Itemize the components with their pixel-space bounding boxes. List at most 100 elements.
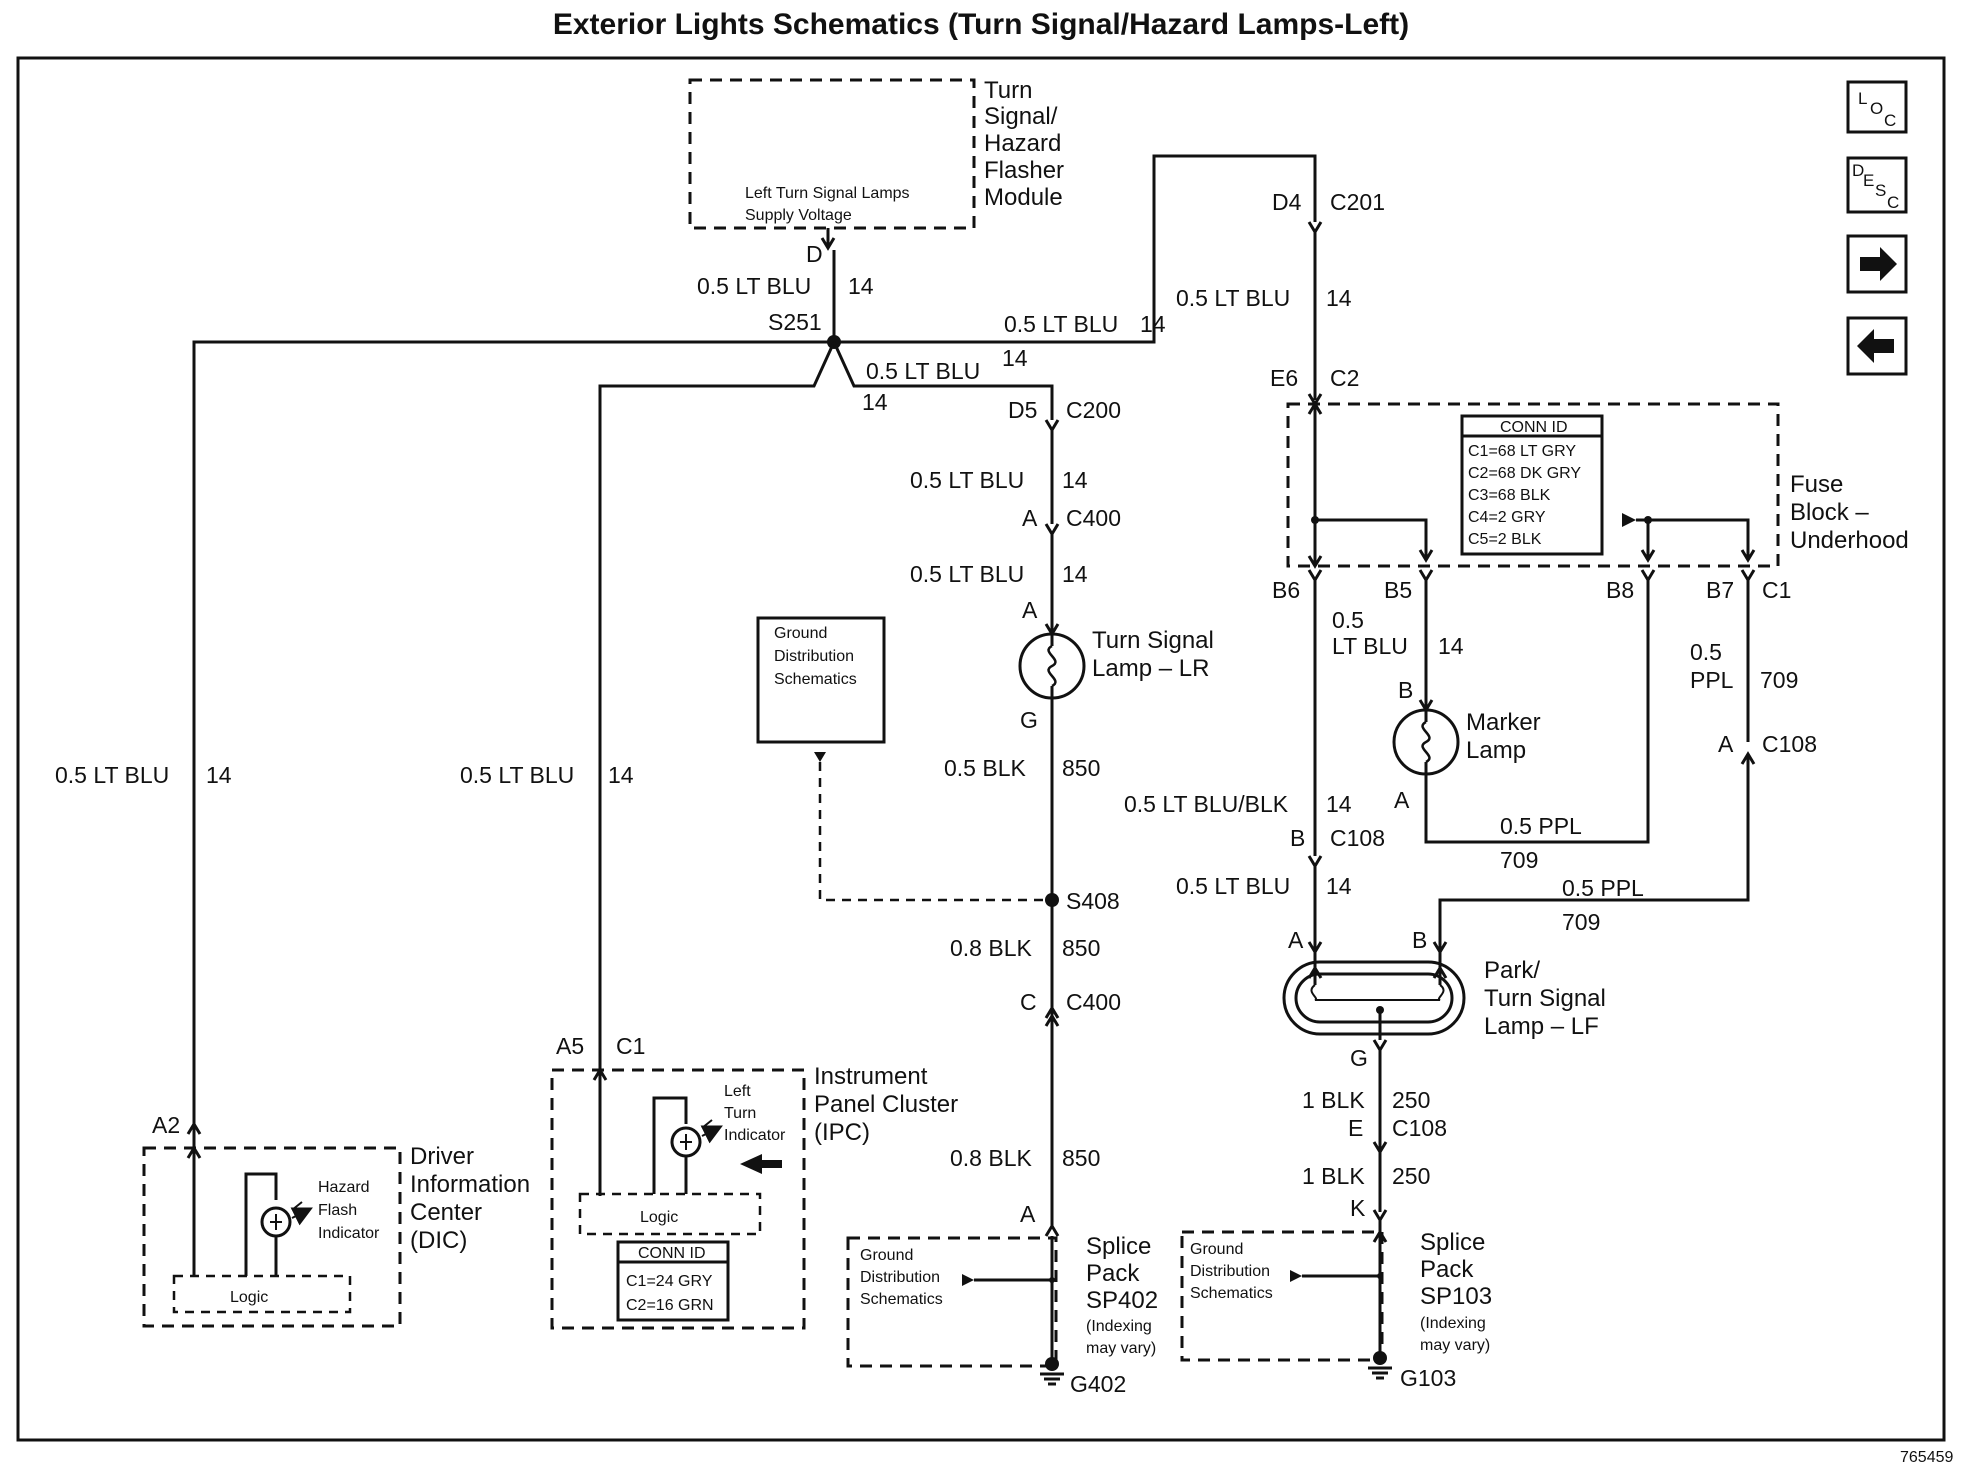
schematic-label: 14 (1140, 311, 1166, 337)
schematic-label: 0.5 LT BLU (866, 358, 980, 384)
schematic-label: Schematics (774, 671, 857, 688)
schematic-label: Left Turn Signal Lamps (745, 185, 910, 202)
diagram-title: Exterior Lights Schematics (Turn Signal/… (552, 8, 1410, 41)
schematic-label: Left (724, 1083, 751, 1100)
schematic-label: 709 (1562, 909, 1600, 935)
schematic-label: Schematics (1190, 1285, 1273, 1302)
schematic-label: Block – (1790, 499, 1869, 526)
schematic-label: Splice (1420, 1229, 1485, 1256)
schematic-label: Ground (1190, 1241, 1243, 1258)
schematic-label: 14 (608, 762, 634, 788)
schematic-label: 0.8 BLK (950, 1145, 1032, 1171)
schematic-label: Fuse (1790, 471, 1843, 498)
schematic-label: 0.5 LT BLU (1004, 311, 1118, 337)
schematic-label: B (1290, 825, 1305, 851)
schematic-label: Logic (230, 1289, 268, 1306)
schematic-label: E6 (1270, 365, 1298, 391)
splice-s408-dot (1045, 893, 1059, 907)
schematic-label: C108 (1392, 1115, 1447, 1141)
schematic-label: CONN ID (638, 1245, 706, 1262)
schematic-label: C1=68 LT GRY (1468, 443, 1576, 460)
schematic-label: 0.5 PPL (1562, 875, 1644, 901)
schematic-label: D (1852, 161, 1864, 180)
schematic-label: C (1020, 989, 1037, 1015)
schematic-label: C1=24 GRY (626, 1273, 713, 1290)
schematic-label: A (1288, 927, 1304, 953)
splice-s251: S251 (768, 309, 822, 335)
loc-button[interactable]: LOC (1846, 80, 1908, 134)
schematic-label: C1 (616, 1033, 645, 1059)
schematic-label: Distribution (1190, 1263, 1270, 1280)
schematic-label: C5=2 BLK (1468, 531, 1542, 548)
schematic-label: SP103 (1420, 1283, 1492, 1310)
schematic-label: 14 (1326, 873, 1352, 899)
turn-signal-lamp-lr: Turn Signal Lamp – LR (1018, 627, 1214, 700)
schematic-label: CONN ID (1500, 419, 1568, 436)
conn-d: D (806, 241, 823, 267)
schematic-label: B6 (1272, 577, 1300, 603)
schematic-label: 0.5 LT BLU (697, 273, 811, 299)
schematic-label: 0.5 LT BLU (1176, 285, 1290, 311)
schematic-label: Park/ (1484, 957, 1540, 984)
splice-pack-sp103: Ground Distribution Schematics Splice Pa… (1180, 1220, 1492, 1362)
schematic-label: 709 (1500, 847, 1538, 873)
schematic-label: Information (410, 1171, 530, 1198)
schematic-label: 250 (1392, 1087, 1430, 1113)
left-arrow-icon (740, 1154, 782, 1174)
schematic-label: D4 (1272, 189, 1302, 215)
schematic-label: G103 (1400, 1365, 1456, 1391)
schematic-label: C3=68 BLK (1468, 487, 1551, 504)
schematic-label: B (1412, 927, 1427, 953)
flasher-module: Left Turn Signal Lamps Supply Voltage Tu… (688, 77, 1064, 230)
schematic-label: Lamp – LR (1092, 655, 1209, 682)
schematic-label: A2 (152, 1112, 180, 1138)
left-arrow-icon (1857, 329, 1894, 363)
splice-s408: S408 (1066, 888, 1120, 914)
park-turn-signal-lamp-lf: Park/ Turn Signal Lamp – LF (1282, 952, 1606, 1040)
schematic-label: C108 (1330, 825, 1385, 851)
schematic-label: 14 (1326, 285, 1352, 311)
schematic-label: G402 (1070, 1371, 1126, 1397)
schematic-label: may vary) (1420, 1337, 1490, 1354)
schematic-label: 0.8 BLK (950, 935, 1032, 961)
schematic-label: 0.5 LT BLU (910, 467, 1024, 493)
schematic-label: L (1858, 89, 1867, 108)
next-arrow-button[interactable] (1846, 234, 1908, 294)
schematic-label: Logic (640, 1209, 678, 1226)
schematic-label: Marker (1466, 709, 1541, 736)
schematic-label: 709 (1760, 667, 1798, 693)
schematic-label: Hazard (318, 1179, 370, 1196)
splice-pack-sp402: Ground Distribution Schematics Splice Pa… (846, 1233, 1158, 1368)
schematic-label: D5 (1008, 397, 1037, 423)
schematic-label: C400 (1066, 505, 1121, 531)
schematic-label: A (1022, 597, 1038, 623)
schematic-label: SP402 (1086, 1287, 1158, 1314)
schematic-label: C200 (1066, 397, 1121, 423)
prev-arrow-button[interactable] (1846, 316, 1908, 376)
schematic-label: A (1394, 787, 1410, 813)
schematic-label: 850 (1062, 755, 1100, 781)
schematic-label: 0.5 LT BLU (910, 561, 1024, 587)
schematic-label: 0.5 LT BLU (55, 762, 169, 788)
schematic-label: Driver (410, 1143, 474, 1170)
schematic-label: (DIC) (410, 1227, 467, 1254)
schematic-label: C108 (1762, 731, 1817, 757)
schematic-label: B7 (1706, 577, 1734, 603)
schematic-label: Center (410, 1199, 482, 1226)
schematic-label: Lamp – LF (1484, 1013, 1599, 1040)
schematic-label: Turn (984, 77, 1032, 104)
schematic-label: Hazard (984, 130, 1061, 157)
schematic-label: C2=16 GRN (626, 1297, 714, 1314)
schematic-label: C400 (1066, 989, 1121, 1015)
driver-information-center: Logic Hazard Flash Indicator Driver Info… (142, 1140, 530, 1328)
schematic-label: 0.5 LT BLU (460, 762, 574, 788)
schematic-label: Underhood (1790, 527, 1909, 554)
schematic-label: Schematics (860, 1291, 943, 1308)
instrument-panel-cluster: Logic Left Turn Indicator CONN ID C1=24 … (550, 1063, 958, 1330)
schematic-label: 0.5 (1690, 639, 1722, 665)
schematic-label: 14 (1438, 633, 1464, 659)
schematic-label: Distribution (860, 1269, 940, 1286)
schematic-label: G (1350, 1045, 1368, 1071)
